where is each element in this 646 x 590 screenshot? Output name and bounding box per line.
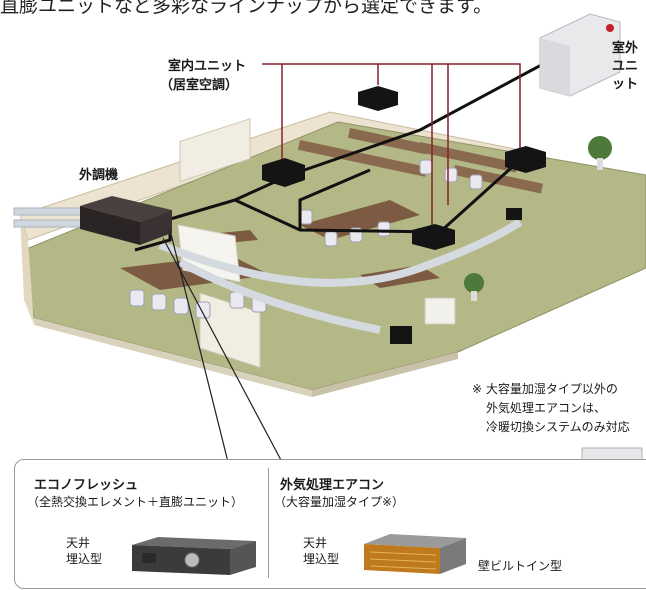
eco-fresh-unit-image (132, 537, 256, 575)
outdoor-unit (539, 13, 621, 97)
indoor-unit-wiring (262, 63, 521, 228)
external-air-unit (80, 196, 172, 245)
curved-duct (158, 218, 523, 287)
indoor-unit-sublabel: （居室空調） (160, 78, 239, 93)
divider (268, 468, 269, 578)
eco-fresh-title: エコノフレッシュ (34, 478, 139, 493)
eco-fresh-mount-type: 天井 埋込型 (66, 536, 103, 566)
note-line-1: ※ 大容量加湿タイプ以外の (472, 382, 618, 396)
outdoor-air-ac-unit-image (364, 534, 466, 574)
indoor-unit-label: 室内ユニット (168, 59, 247, 74)
plant (464, 136, 612, 301)
note-line-2: 外気処理エアコンは、 (486, 401, 607, 415)
outdoor-air-ac-title: 外気処理エアコン (280, 478, 385, 493)
eco-fresh-subtitle: （全熱交換エレメント＋直膨ユニット） (27, 495, 244, 509)
product-lineup-box (14, 459, 646, 589)
wall-built-in-type: 壁ビルトイン型 (478, 559, 563, 573)
intro-text: 直膨ユニットなど多彩なラインナップから選定できます。 (0, 0, 493, 17)
office-floor (23, 121, 646, 391)
outdoor-air-ac-mount-type: 天井 埋込型 (303, 536, 340, 566)
outdoor-air-ac-subtitle: （大容量加湿タイプ※） (274, 495, 405, 509)
refrigerant-pipe (149, 198, 441, 234)
external-unit-label: 外調機 (79, 168, 119, 183)
note-line-3: 冷暖切換システムのみ対応 (486, 420, 630, 434)
indoor-unit (262, 86, 546, 250)
outdoor-unit-label: 室外 ユニット (612, 41, 639, 92)
